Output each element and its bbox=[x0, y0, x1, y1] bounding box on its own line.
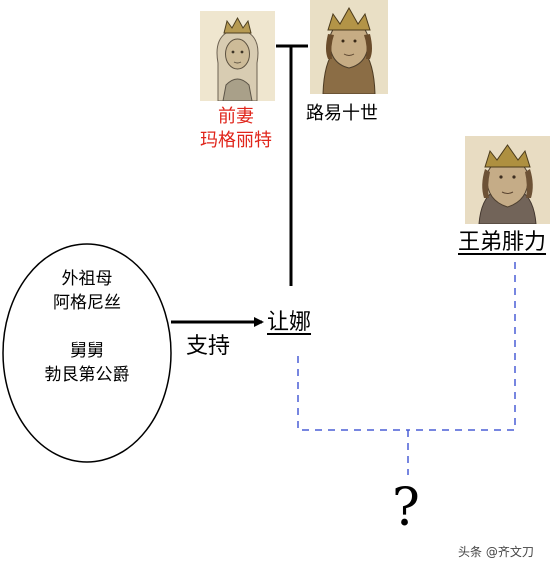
unknown-heir-mark: ? bbox=[392, 478, 420, 538]
jeanne-label: 让娜 bbox=[267, 310, 312, 335]
grandmother-role: 外祖母 bbox=[61, 269, 113, 289]
prince-portrait-icon bbox=[465, 136, 550, 224]
brother-label: 王弟腓力 bbox=[458, 230, 547, 255]
uncle-name: 勃艮第公爵 bbox=[44, 365, 130, 385]
dashed-line-brother bbox=[408, 262, 516, 431]
grandmother-name: 阿格尼丝 bbox=[53, 293, 121, 313]
uncle-role: 舅舅 bbox=[70, 341, 104, 361]
king-label: 路易十世 bbox=[306, 103, 378, 124]
king-portrait-icon bbox=[310, 0, 388, 94]
former-wife-label: 前妻 玛格丽特 bbox=[192, 105, 280, 153]
former-wife-line-1: 前妻 bbox=[218, 106, 254, 127]
queen-portrait-icon bbox=[200, 11, 275, 101]
supporters-text: 外祖母 阿格尼丝 舅舅 勃艮第公爵 bbox=[23, 267, 151, 387]
support-label: 支持 bbox=[186, 334, 231, 359]
watermark-text: 头条 @齐文刀 bbox=[458, 545, 534, 559]
former-wife-line-2: 玛格丽特 bbox=[200, 130, 272, 151]
dashed-line-jeanne bbox=[297, 356, 408, 431]
supporters-ellipse bbox=[2, 243, 172, 463]
